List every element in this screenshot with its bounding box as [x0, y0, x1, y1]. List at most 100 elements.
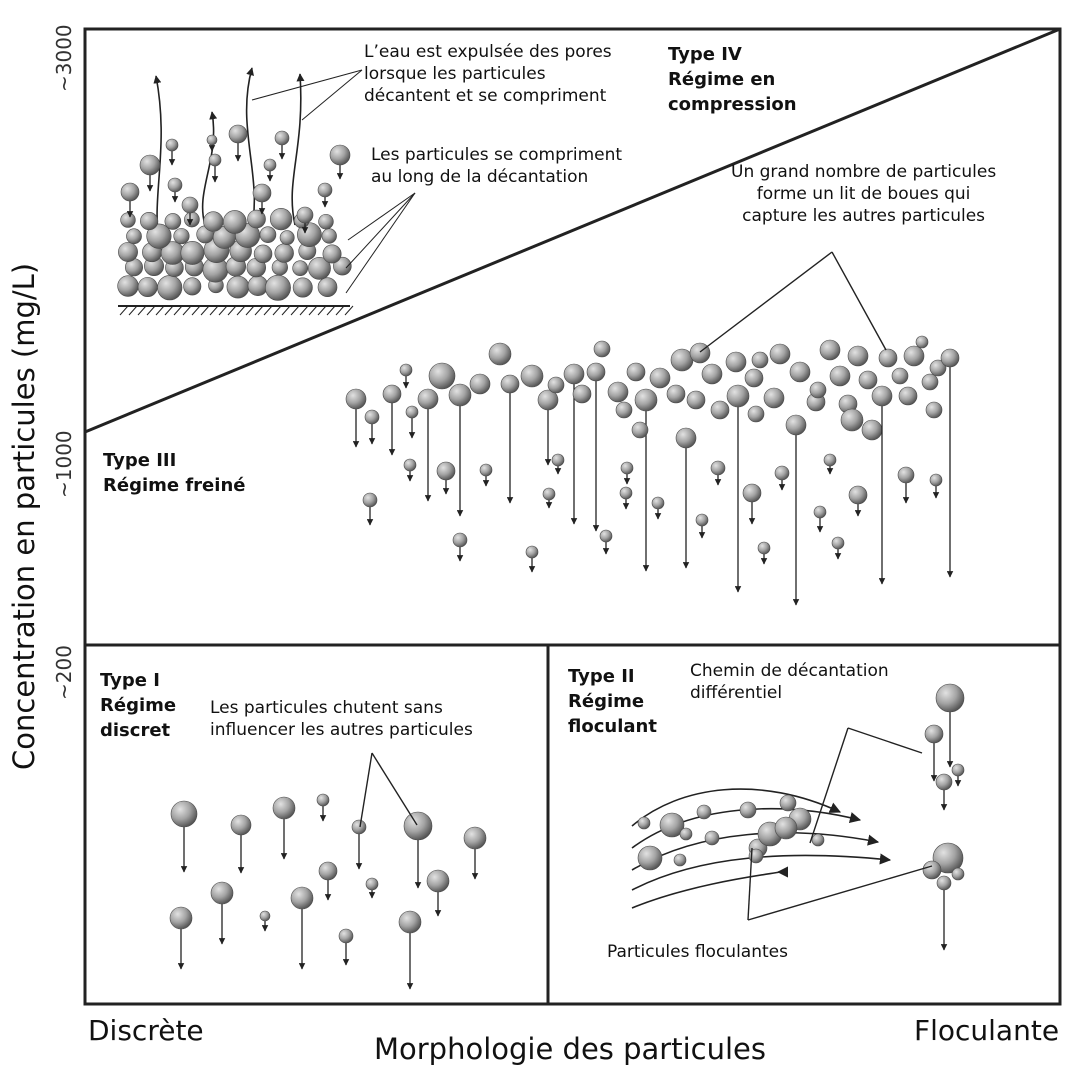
particle: [469, 373, 491, 395]
particle: [951, 763, 965, 777]
y-tick-3000: ~3000: [52, 24, 76, 92]
flocculant-particles-note: Particules floculantes: [607, 942, 788, 962]
sludge-bed-note: Un grand nombre de particules forme un l…: [731, 162, 997, 226]
particle: [922, 860, 942, 880]
particle: [747, 405, 765, 423]
particle: [292, 260, 309, 277]
settling-path: [631, 788, 842, 827]
particle: [403, 458, 417, 472]
particle: [929, 359, 947, 377]
particle: [819, 339, 841, 361]
particle: [637, 845, 663, 871]
particle: [673, 853, 687, 867]
particle: [463, 826, 487, 850]
particle: [170, 800, 198, 828]
particle: [686, 390, 706, 410]
particle: [903, 345, 925, 367]
particle: [878, 348, 898, 368]
particle: [744, 368, 764, 388]
particle: [448, 383, 472, 407]
particle: [263, 158, 277, 172]
particle: [479, 463, 493, 477]
particle: [620, 461, 634, 475]
particle: [915, 335, 929, 349]
particle: [222, 210, 247, 234]
particle: [789, 361, 811, 383]
particle: [675, 427, 697, 449]
particle: [547, 376, 565, 394]
particle: [428, 362, 456, 390]
particle: [399, 363, 413, 377]
particle: [811, 833, 825, 847]
particle: [599, 529, 613, 543]
particle: [932, 842, 964, 874]
particle: [210, 881, 234, 905]
particle: [898, 386, 918, 406]
particle: [226, 275, 250, 299]
particle: [206, 134, 218, 146]
x-axis-left-label: Discrète: [88, 1014, 204, 1047]
y-axis-label: Concentration en particules (mg/L): [7, 262, 41, 770]
particle: [710, 460, 726, 476]
particle: [265, 274, 291, 301]
particle: [208, 153, 222, 167]
particle: [274, 243, 294, 263]
particle: [228, 124, 248, 144]
particle: [666, 384, 686, 404]
particle: [679, 827, 693, 841]
particle: [157, 275, 183, 301]
particle: [452, 532, 468, 548]
particle: [272, 796, 296, 820]
particle: [140, 212, 159, 231]
particle: [259, 226, 277, 243]
particle: [891, 367, 909, 385]
particle: [586, 362, 606, 382]
particle: [751, 351, 769, 369]
compression-sketch: [117, 67, 416, 316]
hindered-particles: [345, 335, 960, 606]
particle: [651, 496, 665, 510]
particle: [165, 138, 179, 152]
particle: [126, 228, 142, 245]
settling-path-note: Chemin de décantation différentiel: [690, 661, 889, 703]
particle: [316, 793, 330, 807]
particle: [139, 154, 161, 176]
ground-hatching: [119, 305, 354, 316]
compressed-particles: [117, 124, 352, 301]
particle: [345, 388, 367, 410]
particle: [417, 388, 439, 410]
particle: [542, 487, 556, 501]
particle: [779, 794, 797, 812]
particle: [551, 453, 565, 467]
particle: [701, 363, 723, 385]
particle: [338, 928, 354, 944]
particle: [322, 244, 342, 264]
particle: [809, 381, 827, 399]
particle: [426, 869, 450, 893]
particle: [649, 367, 671, 389]
particle: [563, 363, 585, 385]
particle: [831, 536, 845, 550]
type4-title: Type IV Régime en compression: [668, 44, 797, 115]
particle: [203, 211, 224, 232]
particle: [292, 277, 313, 298]
particle: [696, 804, 712, 820]
particle: [847, 345, 869, 367]
particle: [247, 209, 266, 229]
particle: [290, 886, 314, 910]
particle: [296, 206, 314, 224]
particle: [253, 244, 273, 264]
particle: [500, 374, 520, 394]
particle: [670, 348, 694, 372]
particle: [247, 275, 269, 296]
particle: [925, 401, 943, 419]
particle: [813, 505, 827, 519]
particle: [924, 724, 944, 744]
particle: [739, 801, 757, 819]
particle: [321, 228, 337, 244]
particle: [572, 384, 592, 404]
particle: [757, 541, 771, 555]
particle: [279, 230, 295, 246]
particle: [520, 364, 544, 388]
particle: [659, 812, 685, 838]
